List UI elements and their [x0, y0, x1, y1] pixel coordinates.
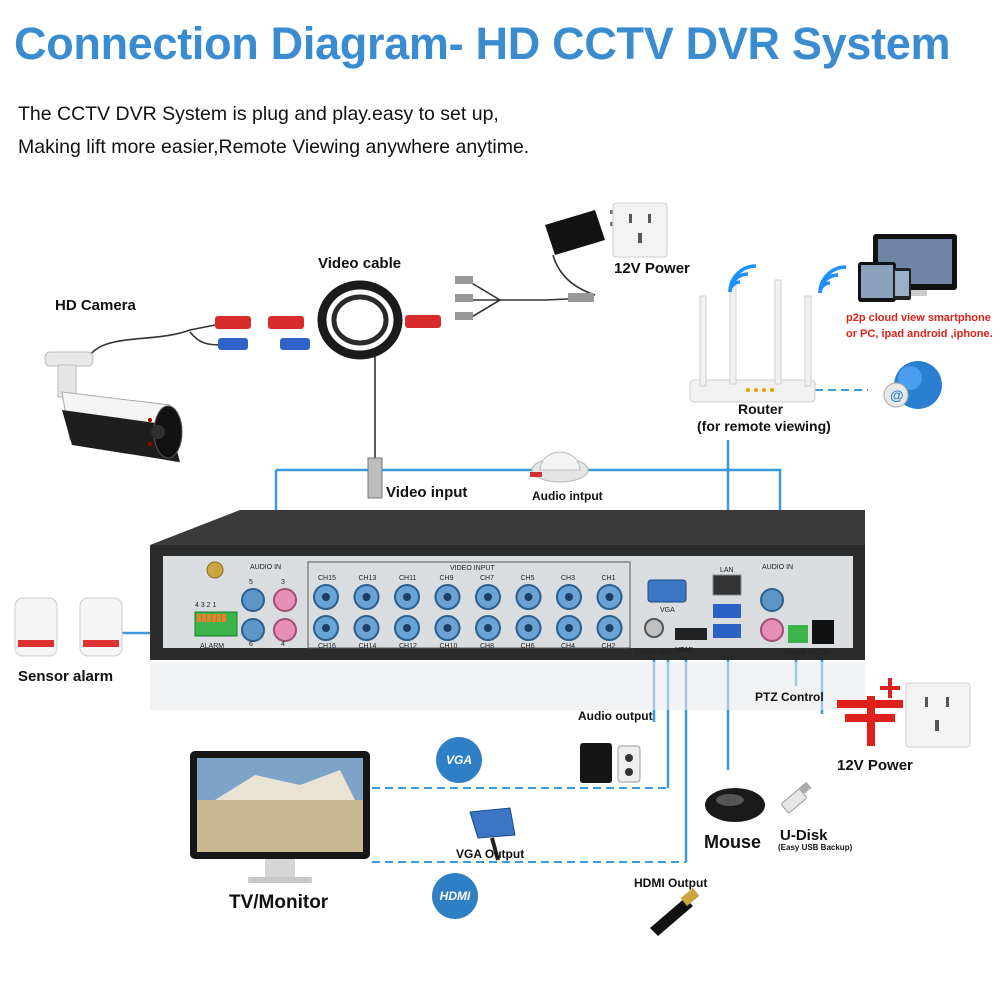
subtitle-line-1: The CCTV DVR System is plug and play.eas…	[18, 103, 499, 125]
top-bnc-pin-ch9	[443, 593, 452, 601]
top-channel-label-ch5: CH5	[521, 575, 535, 582]
bottom-channel-label-ch10: CH10	[440, 643, 458, 650]
udisk-label: U-Disk	[780, 827, 828, 844]
bottom-channel-label-ch2: CH2	[602, 643, 616, 650]
power-adapter-illustration	[545, 210, 616, 255]
vga-output-label: VGA Output	[456, 847, 525, 861]
bottom-channel-label-ch12: CH12	[399, 643, 417, 650]
dvr-alarm-pins: 4 3 2 1	[195, 602, 217, 609]
top-bnc-pin-ch15	[322, 593, 330, 601]
power-socket-top	[612, 202, 668, 258]
power-symbol-icon	[837, 678, 903, 746]
top-bnc-pin-ch3	[565, 593, 573, 601]
dashed-wires	[372, 389, 868, 863]
bottom-bnc-pin-ch8	[484, 624, 492, 632]
bottom-bnc-pin-ch2	[605, 624, 614, 632]
hd-camera-illustration	[44, 351, 183, 463]
tv-monitor-illustration	[190, 751, 370, 883]
dvr-audio-in-num-4: 4	[281, 641, 285, 648]
video-input-label: Video input	[386, 484, 468, 501]
dvr-audio-in-right-label: AUDIO IN	[762, 564, 793, 571]
top-channel-label-ch3: CH3	[561, 575, 575, 582]
top-channel-label-ch13: CH13	[359, 575, 377, 582]
audio-input-label: Audio intput	[532, 489, 603, 503]
bottom-channel-label-ch8: CH8	[480, 643, 494, 650]
mouse-illustration	[705, 788, 765, 822]
dvr-alarm-block: ALARM 4 3 2 1	[194, 561, 238, 650]
bottom-bnc-pin-ch14	[362, 624, 371, 632]
video-cable-illustration	[215, 276, 594, 499]
dvr-audio-in-num-6: 6	[249, 641, 253, 648]
dvr-audio-in-left: AUDIO IN 5 3 6 4	[241, 564, 297, 648]
audio-input-mic-illustration	[530, 451, 589, 483]
mouse-label: Mouse	[704, 832, 762, 852]
top-channel-label-ch1: CH1	[602, 575, 616, 582]
speakers-illustration	[580, 743, 641, 783]
vga-bubble: VGA	[436, 737, 482, 783]
top-bnc-pin-ch5	[524, 593, 533, 601]
top-channel-label-ch11: CH11	[399, 575, 416, 582]
bottom-bnc-pin-ch10	[443, 624, 452, 632]
dvr-video-input-header: VIDEO INPUT	[450, 565, 495, 572]
vga-connector-illustration	[469, 807, 516, 861]
top-channel-label-ch9: CH9	[440, 575, 454, 582]
bottom-channel-label-ch14: CH14	[359, 643, 377, 650]
tv-monitor-label: TV/Monitor	[229, 892, 329, 913]
audio-output-label: Audio output	[578, 709, 653, 723]
p2p-line-1: p2p cloud view smartphone	[846, 312, 991, 324]
power-top-label: 12V Power	[614, 260, 690, 277]
sensor-alarm-illustration	[14, 597, 123, 657]
top-channel-label-ch15: CH15	[318, 575, 336, 582]
video-cable-label: Video cable	[318, 255, 402, 272]
remote-devices-illustration	[858, 234, 957, 302]
dvr-alarm-label: ALARM	[200, 643, 224, 650]
power-socket-right	[905, 682, 971, 748]
bnc-row-bottom: CH16 CH14 CH12 CH10 CH8 CH6 CH4 CH2	[313, 615, 623, 650]
bottom-bnc-pin-ch16	[322, 624, 330, 632]
subtitle-line-2: Making lift more easier,Remote Viewing a…	[18, 136, 530, 158]
bottom-bnc-pin-ch6	[524, 624, 533, 632]
dvr-audio-in-num-3: 3	[281, 579, 285, 586]
dvr-dc12v-label: DC12V	[808, 650, 831, 657]
top-bnc-pin-ch13	[362, 593, 371, 601]
hdmi-output-label: HDMI Output	[634, 876, 708, 890]
ptz-control-label: PTZ Control	[755, 690, 824, 704]
udisk-sub-label: (Easy USB Backup)	[778, 843, 853, 852]
udisk-illustration	[781, 781, 812, 813]
wifi-icons	[728, 264, 847, 294]
bottom-bnc-pin-ch12	[403, 624, 411, 632]
top-bnc-pin-ch1	[605, 593, 614, 601]
bnc-row-top: CH15 CH13 CH11 CH9 CH7 CH5 CH3 CH1	[313, 575, 623, 610]
bottom-channel-label-ch6: CH6	[521, 643, 535, 650]
top-bnc-pin-ch11	[403, 593, 411, 601]
internet-globe-icon: @	[883, 361, 942, 409]
bottom-channel-label-ch4: CH4	[561, 643, 575, 650]
sensor-alarm-label: Sensor alarm	[18, 668, 114, 685]
router-label: Router	[738, 401, 784, 417]
svg-text:@: @	[890, 387, 904, 403]
page-title: Connection Diagram- HD CCTV DVR System	[14, 18, 951, 69]
dvr-audio-out-label: AUDIO OUT	[635, 650, 675, 657]
power-right-label: 12V Power	[837, 757, 913, 774]
p2p-line-2: or PC, ipad android ,iphone.	[846, 328, 993, 340]
dvr-audio-in-num-5: 5	[249, 579, 253, 586]
dvr-audio-in-left-label: AUDIO IN	[250, 564, 281, 571]
hdmi-cable-illustration	[650, 888, 700, 936]
dvr-right-block: VGA AUDIO OUT HDMI LAN AUDIO IN RS485 DC…	[635, 564, 834, 657]
dvr-lan-label: LAN	[720, 567, 734, 574]
bottom-bnc-pin-ch4	[565, 624, 573, 632]
router-sub-label: (for remote viewing)	[697, 418, 831, 434]
dvr-hdmi-label: HDMI	[675, 647, 693, 654]
bottom-channel-label-ch16: CH16	[318, 643, 336, 650]
hdmi-bubble: HDMI	[432, 873, 478, 919]
router-illustration	[689, 279, 816, 403]
top-bnc-pin-ch7	[484, 593, 492, 601]
dvr-vga-label: VGA	[660, 607, 675, 614]
dvr-rs485-label: RS485	[785, 650, 807, 657]
top-channel-label-ch7: CH7	[480, 575, 494, 582]
hd-camera-label: HD Camera	[55, 297, 136, 314]
